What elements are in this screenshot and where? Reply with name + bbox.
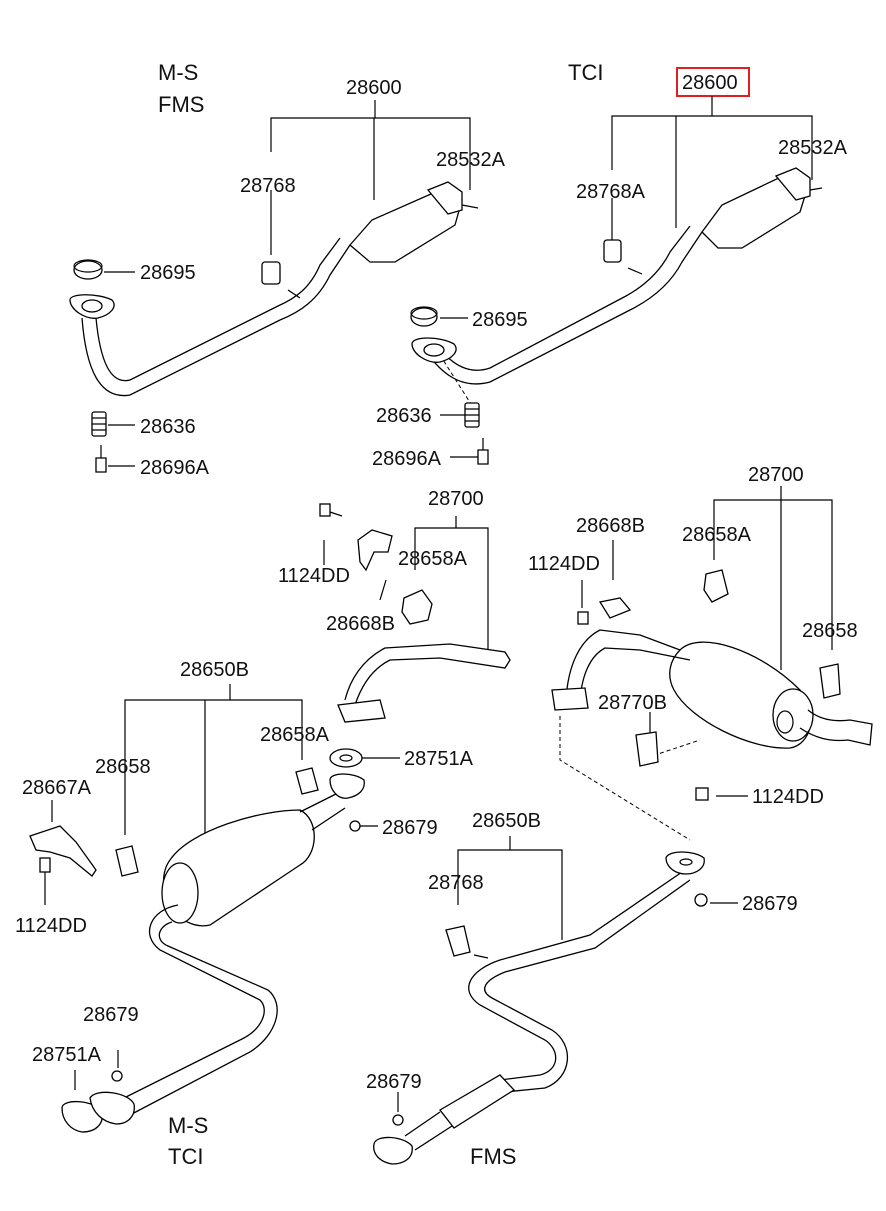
label-28768a: 28768A bbox=[576, 181, 646, 203]
bolt-1124dd-right bbox=[577, 611, 589, 625]
rubber-hanger-28658-left bbox=[115, 845, 139, 877]
front-pipe-tci bbox=[424, 231, 703, 385]
label-28679-left: 28679 bbox=[382, 817, 438, 839]
highlight-28600 bbox=[676, 67, 750, 97]
label-1124dd-right-2: 1124DD bbox=[752, 786, 824, 808]
flange-ms-tci bbox=[329, 773, 365, 799]
bolt-1124dd-right-2 bbox=[695, 787, 709, 801]
section-title-tci: TCI bbox=[568, 60, 603, 85]
resonator bbox=[439, 1074, 516, 1129]
nut-28679 bbox=[349, 820, 361, 832]
label-28679-fms: 28679 bbox=[742, 893, 798, 915]
label-28696a-tci: 28696A bbox=[372, 448, 442, 470]
rubber-hanger-28658 bbox=[819, 663, 841, 699]
catalytic-converter bbox=[349, 189, 463, 263]
label-28696a: 28696A bbox=[140, 457, 210, 479]
label-28636: 28636 bbox=[140, 416, 196, 438]
bolt-1124dd-left bbox=[39, 857, 51, 873]
flange-fms bbox=[665, 851, 705, 875]
label-28695: 28695 bbox=[140, 262, 196, 284]
bolt-1124dd-mid bbox=[319, 503, 331, 517]
front-pipe-assembly-ms-fms: 28600 28532A 28768 28695 28636 28696A bbox=[69, 77, 506, 479]
label-1124dd-right: 1124DD bbox=[528, 553, 600, 575]
gasket-28751a bbox=[329, 748, 363, 768]
leader-28600 bbox=[270, 100, 471, 200]
flange-fms-bottom bbox=[373, 1136, 413, 1165]
center-pipe-fms bbox=[468, 869, 691, 1093]
rubber-hanger-28768-fms bbox=[445, 925, 471, 957]
label-28650b-left: 28650B bbox=[180, 659, 249, 681]
center-pipe bbox=[344, 643, 511, 706]
label-28770b: 28770B bbox=[598, 692, 667, 714]
label-28658a-mid: 28658A bbox=[398, 548, 468, 570]
gasket-28751a-bottom bbox=[61, 1101, 103, 1133]
nut-28679-fms bbox=[694, 893, 708, 907]
gasket-tci bbox=[410, 307, 438, 327]
label-28668b-right: 28668B bbox=[576, 515, 645, 537]
bracket-28668b bbox=[598, 597, 632, 619]
leader-28600-tci bbox=[611, 96, 813, 228]
label-28658a-left: 28658A bbox=[260, 724, 330, 746]
hanger-bracket bbox=[357, 529, 393, 572]
label-28600: 28600 bbox=[346, 77, 402, 99]
label-28658a-right: 28658A bbox=[682, 524, 752, 546]
label-28532a: 28532A bbox=[436, 149, 506, 171]
bolt-tci bbox=[477, 449, 489, 465]
label-28658-left: 28658 bbox=[95, 756, 151, 778]
leader-28650b-right bbox=[457, 836, 563, 940]
section-title-tci-bottom: TCI bbox=[168, 1144, 203, 1169]
label-28636-tci: 28636 bbox=[376, 405, 432, 427]
section-title-fms: FMS bbox=[158, 92, 204, 117]
bracket-28770b bbox=[635, 731, 659, 767]
leader-28700-mid bbox=[414, 516, 489, 650]
section-title-ms-bottom: M-S bbox=[168, 1113, 208, 1138]
center-pipe-assembly-fms: 28650B 28768 28679 28679 bbox=[366, 810, 798, 1165]
label-28679-left-b: 28679 bbox=[83, 1004, 139, 1026]
label-28768: 28768 bbox=[240, 175, 296, 197]
bracket-28667a bbox=[29, 825, 97, 877]
rubber-hanger-28658a-left bbox=[295, 767, 319, 795]
label-28668b-mid: 28668B bbox=[326, 613, 395, 635]
label-28700-mid: 28700 bbox=[428, 488, 484, 510]
rubber-hanger bbox=[261, 261, 281, 285]
rubber-hanger-28658a-right bbox=[703, 569, 729, 603]
front-pipe bbox=[81, 244, 351, 397]
tail-pipe-ms-tci bbox=[119, 904, 278, 1116]
front-pipe-assembly-tci: 28600 28532A 28768A 28695 28636 28696A bbox=[372, 67, 848, 470]
label-1124dd-mid: 1124DD bbox=[278, 565, 350, 587]
label-28679-fms-bottom: 28679 bbox=[366, 1071, 422, 1093]
label-28658-right: 28658 bbox=[802, 620, 858, 642]
tail-pipe bbox=[799, 709, 873, 746]
section-title-ms: M-S bbox=[158, 60, 198, 85]
rubber-hanger-28658a bbox=[401, 589, 433, 625]
label-28751a: 28751A bbox=[404, 748, 474, 770]
catalytic-converter-tci bbox=[701, 174, 809, 249]
leader-28700-right bbox=[713, 486, 833, 670]
label-28695-tci: 28695 bbox=[472, 309, 528, 331]
label-28532a-tci: 28532A bbox=[778, 137, 848, 159]
nut-28679-fms-bottom bbox=[392, 1114, 404, 1126]
bolt bbox=[95, 457, 107, 473]
nut-28679-bottom bbox=[111, 1070, 123, 1082]
label-28600-tci: 28600 bbox=[682, 72, 738, 94]
center-pipe-assembly-tci: 28700 1124DD 28658A 28668B bbox=[278, 488, 511, 723]
label-28751a-left-b: 28751A bbox=[32, 1044, 102, 1066]
leader-28650b-left bbox=[124, 684, 303, 840]
label-28650b-right: 28650B bbox=[472, 810, 541, 832]
label-28768-fms: 28768 bbox=[428, 872, 484, 894]
rear-muffler-assembly-ms-tci: 28650B 28658A 28751A 28658 28667A 28679 … bbox=[15, 659, 474, 1133]
rubber-hanger-tci bbox=[603, 239, 622, 263]
gasket bbox=[73, 260, 103, 280]
rear-muffler-assembly: 28700 28668B 28658A 1124DD 28658 28770B … bbox=[528, 464, 873, 841]
label-28667a: 28667A bbox=[22, 777, 92, 799]
label-1124dd-left: 1124DD bbox=[15, 915, 87, 937]
section-title-fms-bottom: FMS bbox=[470, 1144, 516, 1169]
label-28700-right: 28700 bbox=[748, 464, 804, 486]
